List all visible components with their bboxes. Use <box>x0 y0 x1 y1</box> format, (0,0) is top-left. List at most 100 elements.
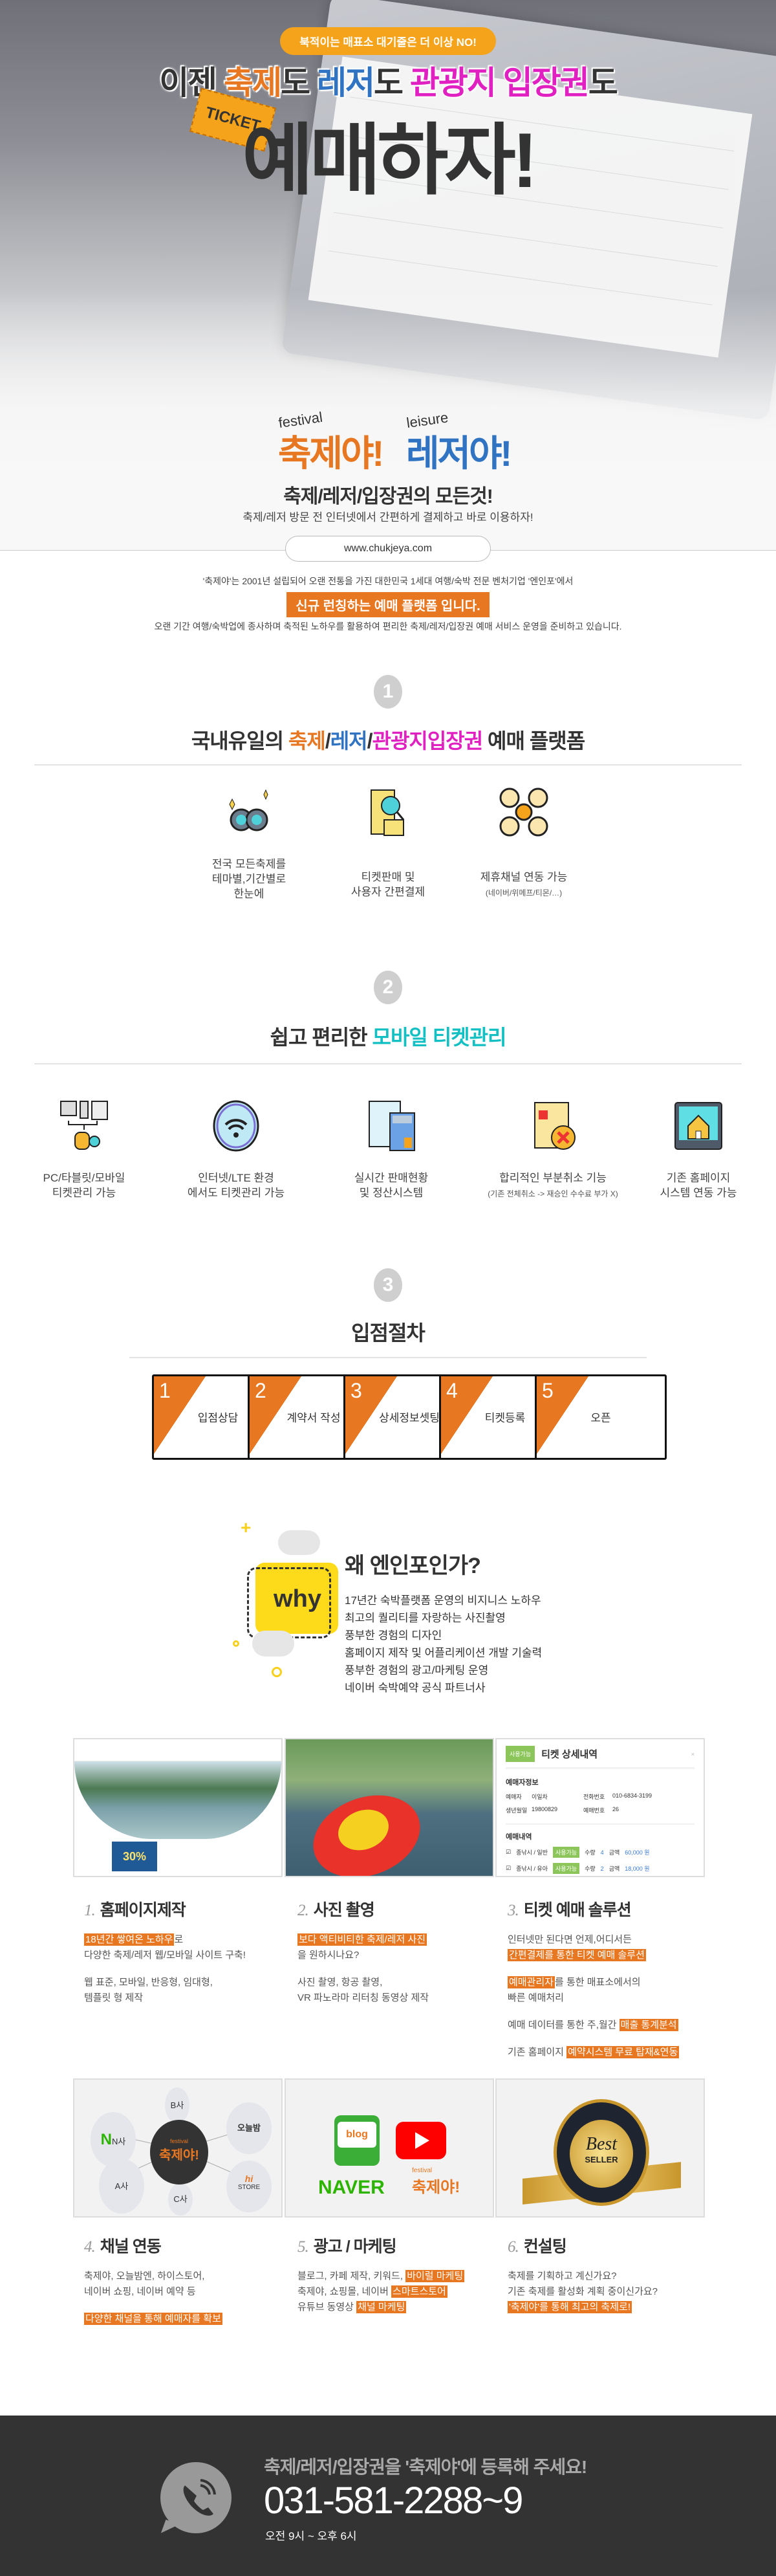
binoculars-icon <box>223 786 275 838</box>
title-leisure: 레저 <box>330 729 368 753</box>
description-text: 를 통한 매표소에서의 <box>555 1977 641 1988</box>
status-badge: 사용가능 <box>552 1863 580 1874</box>
hero-subtitle: 축제/레저 방문 전 인터넷에서 간편하게 결제하고 바로 이용하자! <box>242 511 534 523</box>
intro-line-1: '축제야'는 2001년 설립되어 오랜 전통을 가진 대한민국 1세대 여행/… <box>202 576 574 586</box>
step-label: 계약서 작성 <box>286 1412 341 1424</box>
description-text: 웹 표준, 모바일, 반응형, 임대형, <box>84 1977 213 1988</box>
ticket-name: 종낚시 / 일반 <box>516 1849 548 1856</box>
service-title: 5.광고 / 마케팅 <box>297 2234 504 2257</box>
contact-footer: 축제/레저/입장권을 '축제야'에 등록해 주세요! 031-581-2288~… <box>0 2416 776 2576</box>
why-illustration: + why <box>233 1514 349 1677</box>
hero-pill: 북적이는 매표소 대기줄은 더 이상 NO! <box>280 27 496 55</box>
why-item: 풍부한 경험의 디자인 <box>345 1629 442 1642</box>
channel-node: 오늘밤 <box>226 2102 272 2154</box>
receipt-search-icon <box>362 786 414 838</box>
logo-small: festival <box>169 2138 188 2144</box>
section-divider <box>34 1063 742 1064</box>
feature-label: 제휴채널 연동 가능 (네이버/위메프/티몬/…) <box>459 857 588 900</box>
step-label: 상세정보셋팅 <box>379 1412 440 1424</box>
field-value: 이일차 <box>532 1794 548 1800</box>
naver-n-icon: N <box>100 2131 112 2148</box>
step-number: 1 <box>159 1379 171 1402</box>
field-value: 010-6834-3199 <box>612 1792 652 1799</box>
service-title-text: 컨설팅 <box>523 2238 567 2256</box>
feature-item: 기존 홈페이지 시스템 연동 가능 <box>634 1100 763 1201</box>
section-divider <box>34 764 742 765</box>
service-number: 3. <box>508 1902 519 1919</box>
naver-logo: NAVER <box>318 2177 385 2198</box>
service-title-text: 채널 연동 <box>100 2238 162 2256</box>
why-title: 왜 엔인포인가? <box>345 1554 481 1578</box>
logo-small: festival <box>412 2167 433 2174</box>
business-hours: 오전 9시 ~ 오후 6시 <box>265 2530 357 2542</box>
description-text: 블로그, 카페 제작, 키워드, <box>297 2271 406 2282</box>
service-number: 5. <box>297 2238 309 2256</box>
phone-number-link[interactable]: 031-581-2288~9 <box>264 2480 523 2522</box>
description-text: 기존 축제를 활성화 계획 중이신가요? <box>508 2286 658 2297</box>
title-text: / <box>367 729 373 753</box>
why-item: 17년간 숙박플랫폼 운영의 비지니스 노하우 <box>345 1594 541 1607</box>
feature-label-text: 합리적인 부분취소 기능 <box>499 1172 607 1184</box>
why-badge: why <box>274 1585 321 1613</box>
field-value: 19800829 <box>532 1806 558 1812</box>
ticket-name: 종낚시 / 유아 <box>516 1866 548 1872</box>
cloud-shape <box>252 1631 294 1657</box>
headline-festival: 축제 <box>224 65 282 101</box>
feature-sublabel: (네이버/위메프/티몬/…) <box>485 888 563 897</box>
hero-big-title: 예매하자! <box>242 117 538 204</box>
service-description: 축제를 기획하고 계신가요?기존 축제를 활성화 계획 중이신가요?'축제야'를… <box>508 2269 715 2315</box>
highlight-text: 예매관리자 <box>508 1976 555 1988</box>
headline-text: 도 <box>374 65 410 101</box>
site-url-link[interactable]: www.chukjeya.com <box>285 536 491 562</box>
feature-item: 인터넷/LTE 환경 에서도 티켓관리 가능 <box>171 1100 301 1201</box>
title-text: 쉽고 편리한 <box>270 1026 372 1049</box>
status-badge: 사용가능 <box>552 1847 580 1858</box>
logo-main: 축제야! <box>412 2179 460 2196</box>
title-text: 국내유일의 <box>191 729 288 753</box>
hero-fade <box>0 291 776 550</box>
status-badge: 사용가능 <box>506 1746 535 1762</box>
network-channels-icon <box>498 786 550 838</box>
homepage-screenshot: 30% <box>73 1738 283 1877</box>
phone-bubble-icon <box>160 2462 232 2538</box>
feature-label: 티켓판매 및 사용자 간편결제 <box>350 871 426 898</box>
title-festival: 축제 <box>288 729 326 753</box>
why-item: 풍부한 경험의 광고/마케팅 운영 <box>345 1664 489 1677</box>
logo-main: 축제야! <box>278 433 384 474</box>
highlight-text: 다양한 채널을 통해 예매자를 확보 <box>84 2313 222 2325</box>
checkbox[interactable]: ☑ <box>506 1849 512 1855</box>
description-text: VR 파노라마 리터칭 동영상 제작 <box>297 1992 429 2003</box>
youtube-icon <box>396 2122 446 2159</box>
qty-label: 수량 <box>585 1866 596 1872</box>
feature-item: 합리적인 부분취소 기능(기존 전체취소 -> 재승인 수수료 부가 X) <box>482 1100 624 1201</box>
feature-label-text: 제휴채널 연동 가능 <box>480 871 568 883</box>
description-text: 축제를 기획하고 계신가요? <box>508 2271 617 2282</box>
feature-item: PC/타블릿/모바일 티켓관리 가능 <box>19 1100 149 1201</box>
checkbox[interactable]: ☑ <box>506 1865 512 1871</box>
service-number: 2. <box>297 1902 309 1919</box>
list-heading: 예매내역 <box>506 1823 695 1842</box>
channel-node: B사 <box>165 2087 189 2123</box>
service-title-text: 티켓 예매 솔루션 <box>523 1901 632 1919</box>
close-icon[interactable]: × <box>691 1750 695 1757</box>
service-title: 4.채널 연동 <box>84 2234 285 2257</box>
title-text: / <box>325 729 331 753</box>
description-text: 을 원하시나요? <box>297 1950 360 1961</box>
feature-item: 전국 모든축제를 테마별,기간별로 한눈에 <box>184 786 314 902</box>
service-title: 1.홈페이지제작 <box>84 1897 285 1921</box>
